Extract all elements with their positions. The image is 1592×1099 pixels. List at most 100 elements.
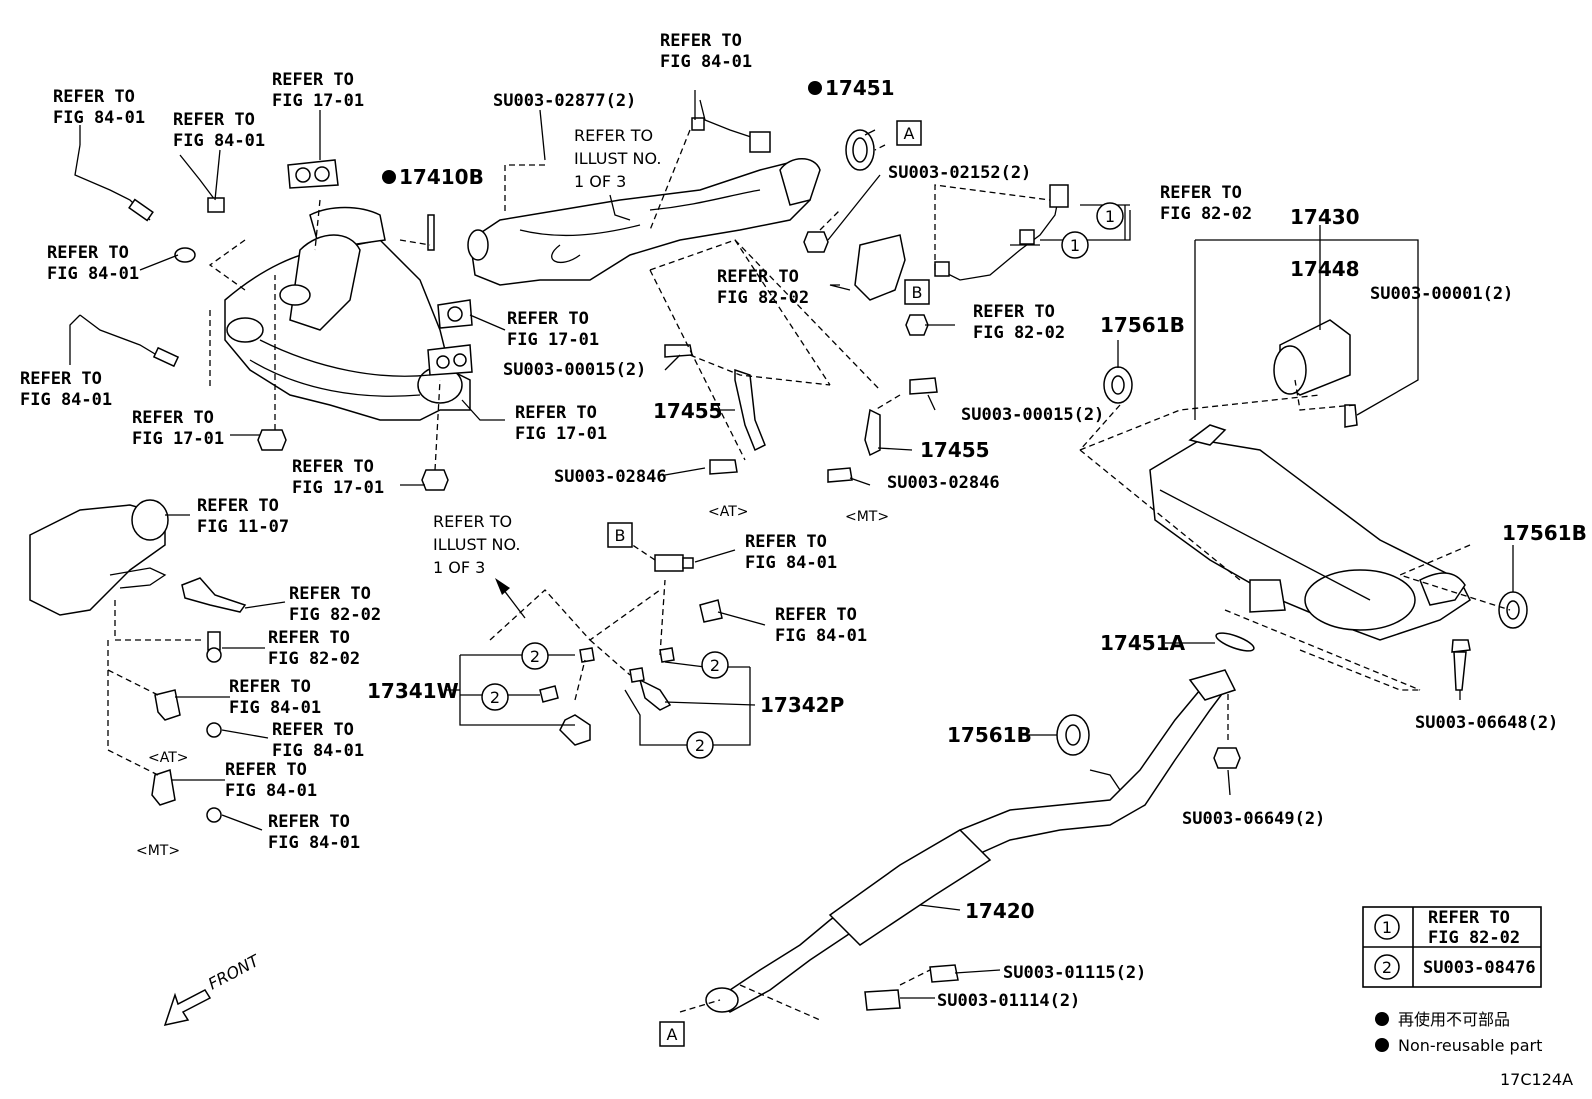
callout-3-line2: FIG 17-01 xyxy=(272,91,364,111)
front-label: FRONT xyxy=(205,951,263,994)
callout-8-line1: REFER TO xyxy=(507,309,589,329)
callout-11-line2: ILLUST NO. xyxy=(574,149,661,168)
svg-text:A: A xyxy=(667,1025,678,1044)
bracket-at-small xyxy=(154,689,222,738)
callout-18-line2: FIG 84-01 xyxy=(229,698,321,718)
hose-17342P xyxy=(629,647,675,711)
callout-8-line2: FIG 17-01 xyxy=(507,330,599,350)
legend-row1-line1: REFER TO xyxy=(1428,908,1510,928)
callout-1-line1: REFER TO xyxy=(53,87,135,107)
legend-note-jp: 再使用不可部品 xyxy=(1398,1010,1510,1029)
legend-dot-jp xyxy=(1375,1012,1389,1026)
svg-text:2: 2 xyxy=(490,688,500,707)
part-17451A: 17451A xyxy=(1100,631,1186,655)
svg-text:B: B xyxy=(912,283,923,302)
callout-6-line1: REFER TO xyxy=(132,408,214,428)
part-number-labels: 17451 17410B 17430 17448 17561B 17561B 1… xyxy=(367,76,1587,923)
callout-13-line1: REFER TO xyxy=(717,267,799,287)
gasket-manifold-mid xyxy=(437,299,473,329)
marker-box-b-mid: B xyxy=(607,522,633,548)
fastener-su003-02877: SU003-02877(2) xyxy=(493,91,636,111)
callout-19-line1: REFER TO xyxy=(272,720,354,740)
legend-row1-line2: FIG 82-02 xyxy=(1428,928,1520,948)
muffler-17430 xyxy=(1149,424,1471,641)
callout-2-line1: REFER TO xyxy=(173,110,255,130)
hanger-17561B-a xyxy=(1103,366,1133,404)
part-17342P: 17342P xyxy=(760,693,844,717)
callout-9-line2: FIG 17-01 xyxy=(515,424,607,444)
non-reusable-dot-17451 xyxy=(808,81,822,95)
fastener-su003-00015-a: SU003-00015(2) xyxy=(503,360,646,380)
callout-19-line2: FIG 84-01 xyxy=(272,741,364,761)
non-reusable-dot-17410B xyxy=(382,170,396,184)
part-17561B-a: 17561B xyxy=(1100,313,1185,337)
callout-13-line2: FIG 82-02 xyxy=(717,288,809,308)
callout-labels: REFER TO FIG 84-01 REFER TO FIG 84-01 RE… xyxy=(20,31,1252,853)
part-17341W: 17341W xyxy=(367,679,459,703)
nut-su06649 xyxy=(1213,747,1241,769)
callout-3-line1: REFER TO xyxy=(272,70,354,90)
variant-mt-small: <MT> xyxy=(136,843,180,859)
part-17455-at: 17455 xyxy=(653,399,723,423)
callout-7-line2: FIG 17-01 xyxy=(292,478,384,498)
stud-su01114 xyxy=(864,989,901,1011)
callout-10-line1: REFER TO xyxy=(660,31,742,51)
exhaust-manifold xyxy=(224,206,471,421)
svg-text:A: A xyxy=(904,124,915,143)
nut-manifold-2 xyxy=(421,469,449,491)
bolt-su06648 xyxy=(1451,639,1471,691)
callout-20-line1: REFER TO xyxy=(225,760,307,780)
gasket-17451 xyxy=(845,129,875,171)
fastener-su003-00001: SU003-00001(2) xyxy=(1370,284,1513,304)
callout-16-line2: FIG 82-02 xyxy=(289,605,381,625)
gasket-manifold-top xyxy=(287,159,339,189)
callout-21-line2: FIG 84-01 xyxy=(268,833,360,853)
svg-text:2: 2 xyxy=(695,736,705,755)
callout-14-line2: FIG 82-02 xyxy=(973,323,1065,343)
variant-mt-bracket: <MT> xyxy=(845,509,889,525)
fastener-su003-02152: SU003-02152(2) xyxy=(888,163,1031,183)
ref-circle-1-a: 1 xyxy=(1096,202,1124,230)
transmission-housing xyxy=(29,499,169,616)
callout-15-line2: FIG 11-07 xyxy=(197,517,289,537)
part-17451: 17451 xyxy=(825,76,895,100)
marker-box-a-top: A xyxy=(896,120,922,146)
part-17561B-c: 17561B xyxy=(947,723,1032,747)
legend-row2-text: SU003-08476 xyxy=(1423,958,1536,978)
fastener-labels: SU003-02877(2) SU003-02152(2) SU003-0000… xyxy=(493,91,1558,1011)
fastener-su003-01114: SU003-01114(2) xyxy=(937,991,1080,1011)
ref-circle-2-a: 2 xyxy=(521,642,549,670)
nut-su02152 xyxy=(803,231,829,253)
legend-note-en: Non-reusable part xyxy=(1398,1036,1542,1055)
callout-22-line1: REFER TO xyxy=(433,512,512,531)
callout-12-line1: REFER TO xyxy=(1160,183,1242,203)
callout-23-line1: REFER TO xyxy=(745,532,827,552)
variant-at-small: <AT> xyxy=(148,750,189,766)
oxygen-sensor-top xyxy=(691,99,771,153)
bracket-17455-mt xyxy=(827,377,938,483)
callout-6-line2: FIG 17-01 xyxy=(132,429,224,449)
front-arrow: FRONT xyxy=(163,951,263,1027)
variant-labels: <AT> <MT> <AT> <MT> xyxy=(136,504,889,859)
svg-text:1: 1 xyxy=(1070,236,1080,255)
part-17561B-b: 17561B xyxy=(1502,521,1587,545)
callout-10-line2: FIG 84-01 xyxy=(660,52,752,72)
bracket-17455-at xyxy=(664,344,766,475)
callout-21-line1: REFER TO xyxy=(268,812,350,832)
gasket-manifold-low xyxy=(427,344,473,376)
fastener-su003-00015-b: SU003-00015(2) xyxy=(961,405,1104,425)
legend-note: 再使用不可部品 Non-reusable part xyxy=(1375,1010,1542,1055)
legend-dot-en xyxy=(1375,1038,1389,1052)
nut-sensor xyxy=(905,314,929,336)
ref-circle-1-b: 1 xyxy=(1061,231,1089,259)
nut-manifold-1 xyxy=(257,429,287,451)
diagram-code: 17C124A xyxy=(1500,1070,1573,1089)
callout-15-line1: REFER TO xyxy=(197,496,279,516)
callout-18-line1: REFER TO xyxy=(229,677,311,697)
callout-23-line2: FIG 84-01 xyxy=(745,553,837,573)
callout-4-line2: FIG 84-01 xyxy=(47,264,139,284)
tail-pipe-cover-17448 xyxy=(1273,319,1351,396)
bolt-su01115 xyxy=(929,964,959,983)
marker-box-b-top: B xyxy=(904,279,930,305)
